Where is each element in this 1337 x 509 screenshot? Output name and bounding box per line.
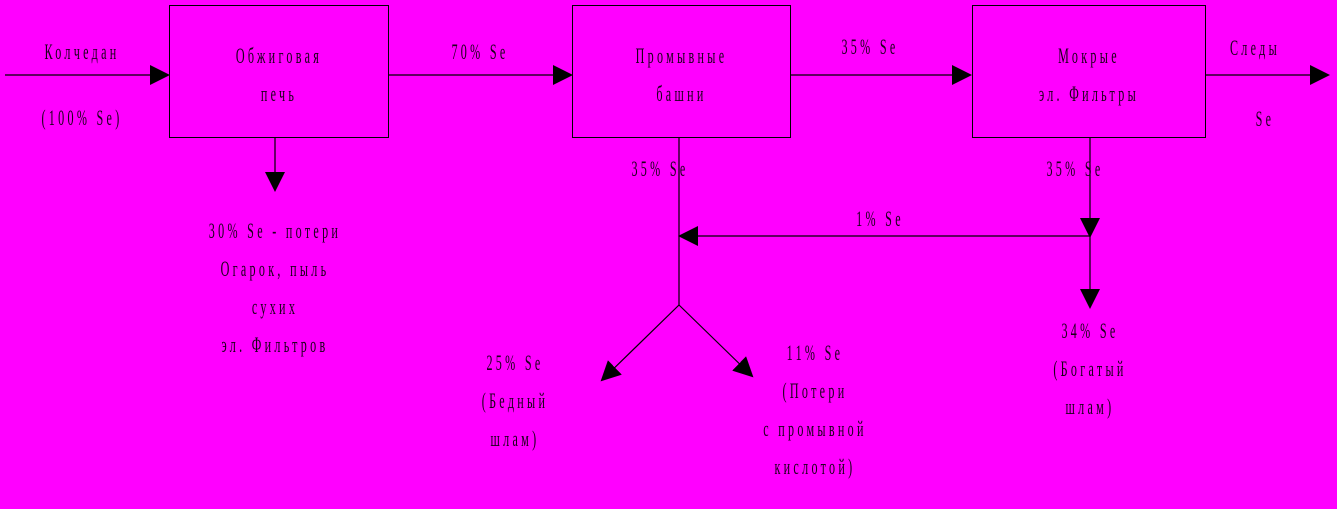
washer-box — [572, 5, 791, 138]
input-name: Колчедан — [44, 39, 120, 64]
washer-out-label: 35% Se — [841, 34, 899, 59]
input-amount: (100% Se) — [41, 105, 123, 130]
output-amount: Se — [1255, 106, 1275, 131]
furnace-box — [169, 5, 389, 138]
arrow-poor-sludge — [600, 304, 680, 382]
filters-down-label: 35% Se — [1046, 156, 1104, 181]
filters-box — [972, 5, 1206, 138]
arrow-acid-loss — [678, 304, 754, 378]
recycle-label: 1% Se — [856, 206, 904, 231]
washer-down-label: 35% Se — [631, 156, 689, 181]
output-name: Следы — [1229, 35, 1281, 60]
furnace-out-label: 70% Se — [451, 39, 509, 64]
